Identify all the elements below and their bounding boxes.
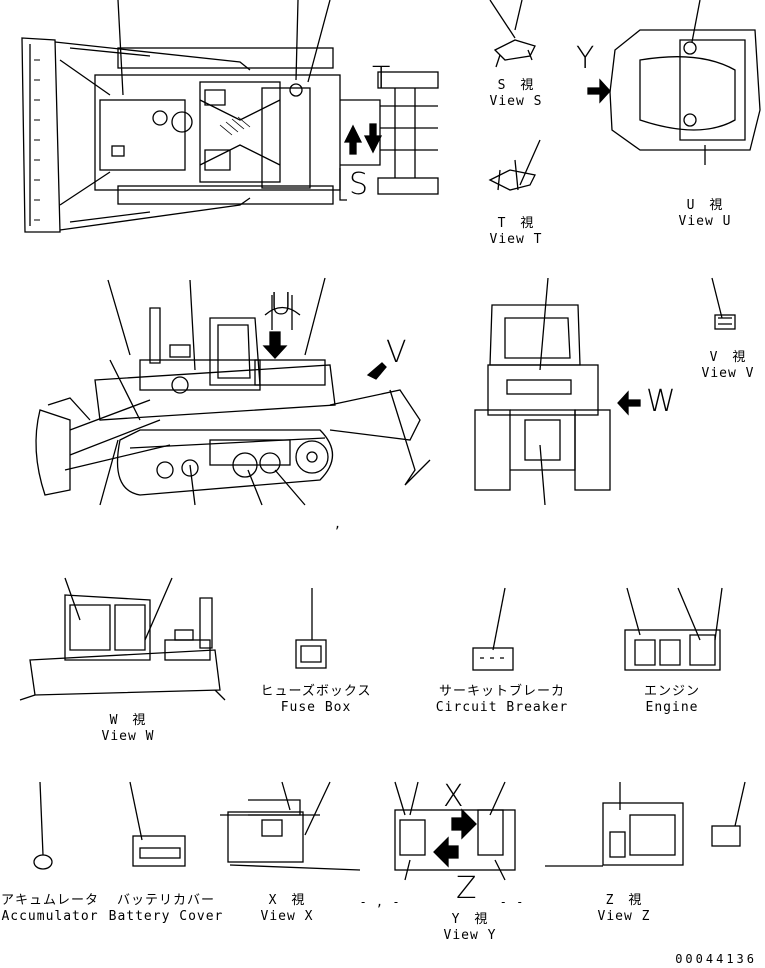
view-s-jp: S 視 (497, 78, 535, 93)
view-s-detail (489, 0, 536, 68)
view-v-detail (714, 314, 736, 330)
view-z-label: Z 視 View Z (598, 893, 651, 925)
engine-jp: エンジン (643, 684, 701, 699)
view-z-jp: Z 視 (605, 893, 643, 908)
view-letter-y: Y (576, 41, 595, 76)
view-u-jp: U 視 (686, 198, 724, 213)
view-x-label: X 視 View X (261, 893, 314, 925)
battery-cover-drawing (129, 781, 186, 867)
view-s-label: S 視 View S (490, 78, 543, 110)
leader-line (539, 277, 723, 506)
label-plate-drawing (711, 781, 746, 847)
view-x-jp: X 視 (268, 893, 306, 908)
view-w-label: W 視 View W (102, 713, 155, 745)
view-t-detail (488, 139, 541, 191)
view-t-label: T 視 View T (490, 216, 543, 248)
dots-mark-y: - - (499, 895, 525, 909)
leader-line (64, 577, 173, 641)
dozer-side-view (35, 295, 431, 496)
accumulator-jp: アキュムレータ (0, 893, 100, 908)
view-letter-w: W (646, 384, 676, 419)
fuse-box-label: ヒューズボックス Fuse Box (261, 684, 372, 716)
dots-mark-x: - , - (359, 895, 401, 909)
fuse-box-en: Fuse Box (280, 700, 352, 715)
battery-cover-label: バッテリカバー Battery Cover (109, 893, 224, 925)
view-s-en: View S (489, 94, 543, 109)
view-v-jp: V 視 (709, 350, 747, 365)
accumulator-drawing (33, 781, 53, 870)
fuse-box-jp: ヒューズボックス (260, 684, 372, 699)
view-w-jp: W 視 (109, 713, 147, 728)
view-x-en: View X (260, 909, 314, 924)
view-y-jp: Y 視 (451, 912, 489, 927)
view-u-label: U 視 View U (679, 198, 732, 230)
engine-label: エンジン Engine (644, 684, 700, 716)
drawing-number: 00044136 (675, 952, 757, 966)
circuit-breaker-label: サーキットブレーカ Circuit Breaker (436, 684, 568, 716)
circuit-breaker-jp: サーキットブレーカ (438, 684, 565, 699)
engine-drawing (624, 587, 723, 671)
view-t-en: View T (489, 232, 543, 247)
accumulator-en: Accumulator (1, 909, 99, 924)
circuit-breaker-drawing (472, 587, 514, 671)
view-letter-t: T (372, 61, 391, 96)
view-v-label: V 視 View V (702, 350, 755, 382)
view-letter-z: Z (456, 871, 477, 906)
engine-en: Engine (645, 700, 699, 715)
view-z-en: View Z (597, 909, 651, 924)
view-letter-x: X (443, 779, 464, 814)
battery-cover-jp: バッテリカバー (116, 893, 215, 908)
view-z-drawing (545, 782, 684, 867)
fuse-box-drawing (295, 588, 327, 669)
dozer-rear-view (474, 304, 641, 491)
comma-mark: , (333, 517, 343, 531)
view-y-drawing (394, 781, 516, 881)
dozer-top-view (21, 37, 439, 233)
view-v-en: View V (701, 366, 755, 381)
view-t-jp: T 視 (497, 216, 535, 231)
view-letter-v: V (386, 335, 407, 370)
view-letter-s: S (349, 167, 369, 202)
view-u-floor (587, 0, 761, 165)
leader-line (117, 0, 331, 96)
view-y-label: Y 視 View Y (444, 912, 497, 944)
view-y-en: View Y (443, 928, 497, 943)
view-w-drawing (19, 594, 226, 701)
battery-cover-en: Battery Cover (108, 909, 224, 924)
view-w-en: View W (101, 729, 155, 744)
leader-line (99, 277, 326, 506)
view-u-en: View U (678, 214, 732, 229)
accumulator-label: アキュムレータ Accumulator (1, 893, 99, 925)
view-letter-u: U (270, 287, 292, 322)
view-x-drawing (220, 781, 361, 871)
circuit-breaker-en: Circuit Breaker (435, 700, 569, 715)
